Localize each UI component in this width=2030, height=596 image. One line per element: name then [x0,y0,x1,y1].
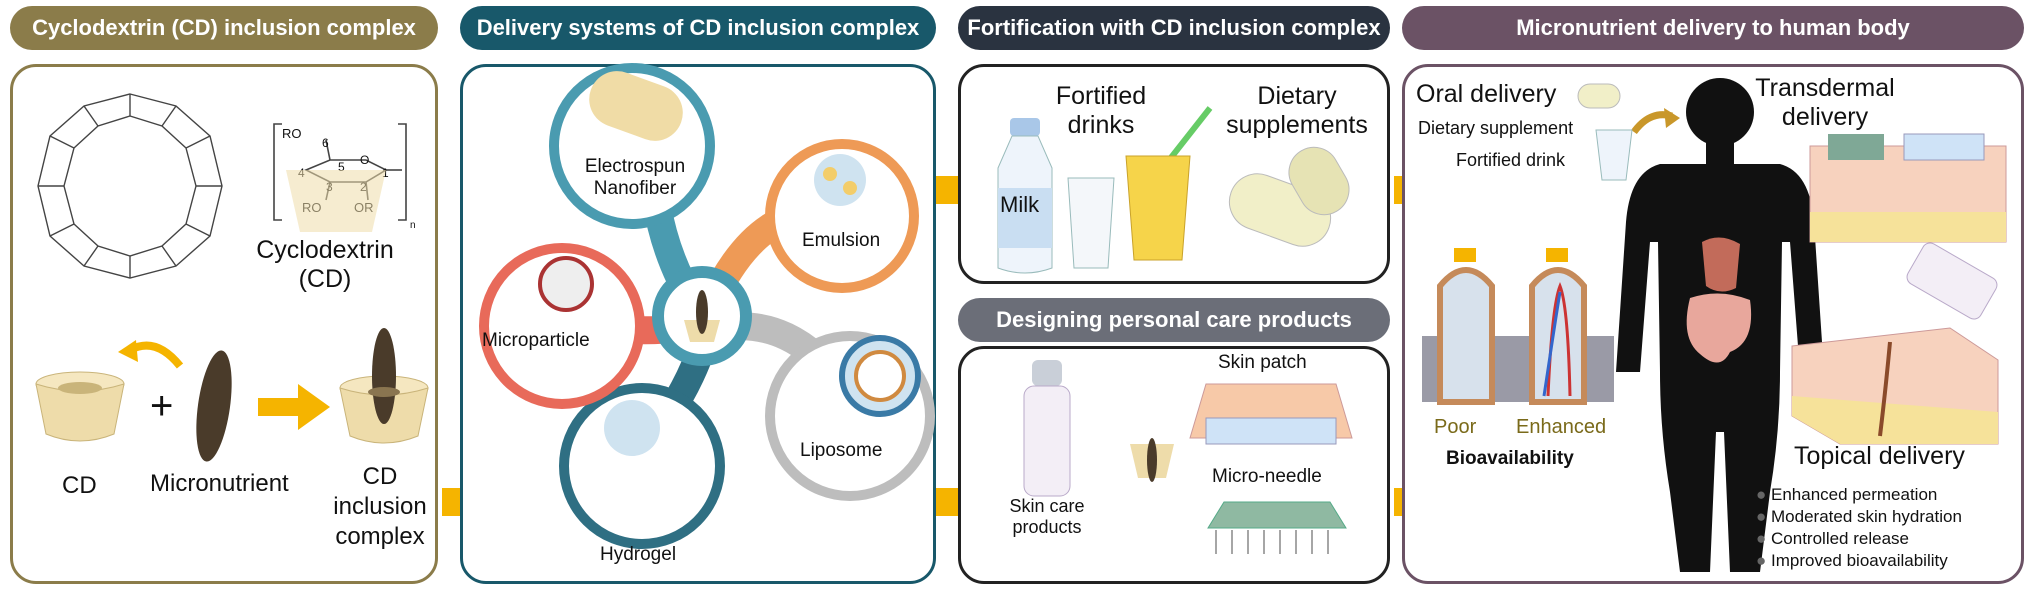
intestinal-villi-icon [1422,248,1614,405]
micronutrient-label: Micronutrient [150,470,289,497]
topical-skin-icon [1791,327,1999,445]
topical-delivery-label: Topical delivery [1794,442,1965,470]
panel1-header: Cyclodextrin (CD) inclusion complex [10,6,438,50]
oral-arrow-icon [1631,108,1680,135]
liposome-label: Liposome [800,440,883,461]
cd-cup-icon [35,371,125,442]
curved-arrow-icon [118,340,184,369]
microparticle-label: Microparticle [482,330,590,351]
ring-label-5: 5 [338,160,345,174]
oral-capsule-icon [1577,83,1621,109]
personal-care-header: Designing personal care products [958,298,1390,342]
bullet-icon: ● [1756,529,1767,548]
skin-patch-icon [1189,383,1353,445]
ring-label-n: n [410,220,416,231]
hydrogel-label: Hydrogel [600,544,677,565]
bioavailability-label: Bioavailability [1446,448,1574,469]
skin-care-bottle-icon [1023,360,1071,497]
center-complex-icon [1130,438,1174,482]
ring-label-6: 6 [322,136,329,150]
panel3-header: Fortification with CD inclusion complex [958,6,1390,50]
benefit-item-3: ● Controlled release [1756,529,1909,548]
cd-cone-overlay [286,170,386,232]
panel1-title: Cyclodextrin (CD) inclusion complex [32,15,416,40]
plus-sign: + [150,384,174,428]
bullet-icon: ● [1756,507,1767,526]
cd-ring-structure [37,93,223,279]
human-body-silhouette [1616,78,1824,572]
panel1-box [10,64,438,584]
panel2-header: Delivery systems of CD inclusion complex [460,6,936,50]
milk-label: Milk [1000,192,1040,217]
delivery-systems-diagram [479,63,935,549]
cd-inclusion-complex-icon [339,328,429,444]
skin-patch-label: Skin patch [1218,352,1307,373]
yellow-arrow-icon [258,384,330,430]
ring-label-o: O [360,153,370,167]
cd-label: CD [62,472,97,499]
enhanced-label: Enhanced [1516,416,1607,438]
micronutrient-icon [196,350,232,462]
milk-bottle-icon [997,118,1053,274]
poor-label: Poor [1434,416,1477,438]
oral-delivery-label: Oral delivery [1416,80,1557,108]
micro-needle-icon [1207,501,1347,554]
ring-label-1: 1 [382,166,389,180]
panel2-title: Delivery systems of CD inclusion complex [476,15,920,40]
benefit-item-1: ● Enhanced permeation [1756,485,1938,504]
personal-care-title: Designing personal care products [996,307,1352,332]
juice-glass-icon [1125,106,1213,261]
transdermal-skin-icon [1809,133,2007,243]
panel4-title: Micronutrient delivery to human body [1516,15,1910,40]
ring-label-ro-left: RO [282,126,302,141]
panel3-title: Fortification with CD inclusion complex [967,15,1381,40]
bullet-icon: ● [1756,485,1767,504]
cyclodextrin-label: Cyclodextrin(CD) [256,236,394,293]
milk-glass-icon [1067,177,1115,269]
micro-needle-label: Micro-needle [1212,466,1322,487]
benefit-list: ● Enhanced permeation ● Moderated skin h… [1756,484,1962,572]
panel4-header: Micronutrient delivery to human body [1402,6,2024,50]
bullet-icon: ● [1756,551,1767,570]
benefit-item-4: ● Improved bioavailability [1756,551,1948,570]
fortified-drink-label: Fortified drink [1456,150,1566,170]
benefit-item-2: ● Moderated skin hydration [1756,507,1962,526]
dietary-supplement-label: Dietary supplement [1418,118,1574,138]
supplement-capsules-icon [1228,146,1350,247]
topical-spray-icon [1906,242,1998,320]
oral-drink-icon [1595,129,1633,181]
emulsion-label: Emulsion [802,230,881,251]
